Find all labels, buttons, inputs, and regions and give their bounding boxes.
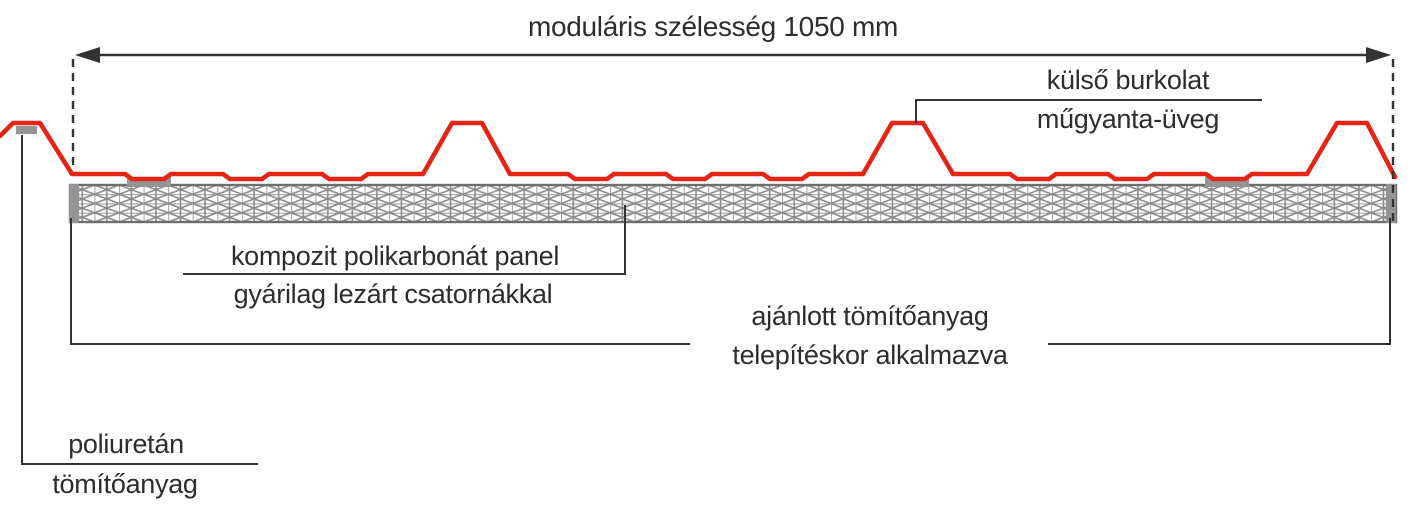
label-outer-cladding-line2: műgyanta-üveg — [1036, 104, 1220, 134]
leader-lines — [21, 99, 1391, 465]
leader-polyurethane — [21, 135, 258, 465]
label-panel-line2: gyárilag lezárt csatornákkal — [233, 279, 553, 309]
leader-panel-label — [183, 205, 626, 275]
label-sealant-recommended-line2: telepítéskor alkalmazva — [732, 340, 1008, 370]
panel-end-cap-left — [69, 184, 79, 223]
joint-sealant-pad-left — [127, 177, 171, 187]
panel-end-cap-right — [1386, 184, 1396, 223]
joint-sealant-pad-right — [1205, 177, 1249, 187]
polycarbonate-panel — [68, 183, 1398, 224]
label-polyurethane-line1: poliuretán — [68, 429, 184, 459]
label-outer-cladding-line1: külső burkolat — [1046, 65, 1210, 95]
title-modular-width: moduláris szélesség 1050 mm — [527, 11, 899, 42]
profile-sheet-outline — [0, 120, 1398, 182]
label-panel-line1: kompozit polikarbonát panel — [230, 241, 560, 271]
arrowhead-right — [1366, 47, 1391, 63]
sealant-pads — [16, 126, 1396, 223]
leader-outer-cladding — [915, 99, 1262, 123]
label-polyurethane-line2: tömítőanyag — [52, 469, 198, 499]
polyurethane-sealant-pad — [16, 126, 37, 134]
leader-sealant-right — [1048, 218, 1391, 345]
label-sealant-recommended-line1: ajánlott tömítőanyag — [751, 301, 989, 331]
arrowhead-left — [75, 47, 100, 63]
dimension-arrow — [71, 47, 1395, 222]
leader-sealant-left — [70, 218, 690, 345]
